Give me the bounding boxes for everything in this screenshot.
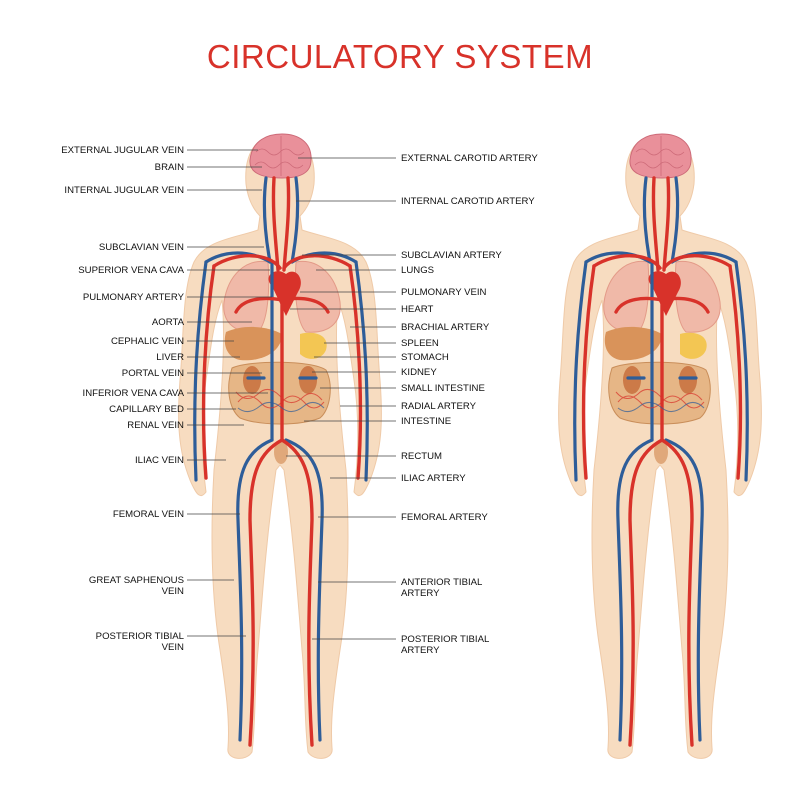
label-line: RADIAL ARTERY — [401, 400, 477, 412]
label-heart: HEART — [401, 304, 433, 315]
label-internal-jugular-vein: INTERNAL JUGULAR VEIN — [64, 185, 184, 196]
label-line: ARTERY — [401, 644, 440, 656]
label-kidney: KIDNEY — [401, 367, 437, 378]
label-line: CAPILLARY BED — [109, 403, 184, 415]
label-small-intestine: SMALL INTESTINE — [401, 383, 485, 394]
label-brachial-artery: BRACHIAL ARTERY — [401, 322, 489, 333]
label-external-carotid-artery: EXTERNAL CAROTID ARTERY — [401, 153, 538, 164]
label-line: PORTAL VEIN — [121, 367, 184, 379]
label-line: LIVER — [156, 351, 184, 363]
label-line: POSTERIOR TIBIAL — [95, 630, 184, 642]
label-line: STOMACH — [401, 351, 449, 363]
label-line: INTESTINE — [401, 415, 452, 427]
label-cephalic-vein: CEPHALIC VEIN — [111, 336, 184, 347]
label-line: EXTERNAL CAROTID ARTERY — [401, 152, 538, 164]
label-femoral-vein: FEMORAL VEIN — [113, 509, 184, 520]
label-capillary-bed: CAPILLARY BED — [109, 404, 184, 415]
label-femoral-artery: FEMORAL ARTERY — [401, 512, 488, 523]
label-pulmonary-artery: PULMONARY ARTERY — [83, 292, 184, 303]
label-line: PULMONARY VEIN — [401, 286, 487, 298]
label-subclavian-vein: SUBCLAVIAN VEIN — [99, 242, 184, 253]
label-line: ILIAC VEIN — [134, 454, 184, 466]
label-line: VEIN — [161, 585, 184, 597]
label-line: KIDNEY — [401, 366, 437, 378]
diagram-title: CIRCULATORY SYSTEM — [206, 38, 594, 75]
label-line: LUNGS — [401, 264, 435, 276]
label-spleen: SPLEEN — [401, 338, 439, 349]
label-line: ANTERIOR TIBIAL — [401, 576, 483, 588]
label-external-jugular-vein: EXTERNAL JUGULAR VEIN — [61, 145, 184, 156]
label-line: RECTUM — [401, 450, 443, 462]
label-intestine: INTESTINE — [401, 416, 451, 427]
label-liver: LIVER — [156, 352, 184, 363]
label-line: SUBCLAVIAN ARTERY — [401, 249, 502, 261]
label-internal-carotid-artery: INTERNAL CAROTID ARTERY — [401, 196, 535, 207]
label-line: POSTERIOR TIBIAL — [401, 633, 490, 645]
label-line: VEIN — [161, 641, 184, 653]
label-line: ARTERY — [401, 587, 440, 599]
label-line: INTERNAL JUGULAR VEIN — [64, 184, 184, 196]
label-brain: BRAIN — [155, 162, 184, 173]
label-line: SUPERIOR VENA CAVA — [78, 264, 184, 276]
label-rectum: RECTUM — [401, 451, 442, 462]
label-line: PULMONARY ARTERY — [82, 291, 184, 303]
label-line: INTERNAL CAROTID ARTERY — [401, 195, 535, 207]
label-superior-vena-cava: SUPERIOR VENA CAVA — [78, 265, 184, 276]
label-aorta: AORTA — [152, 317, 184, 328]
label-stomach: STOMACH — [401, 352, 449, 363]
label-line: EXTERNAL JUGULAR VEIN — [61, 144, 184, 156]
label-line: AORTA — [151, 316, 184, 328]
label-lungs: LUNGS — [401, 265, 434, 276]
label-line: BRAIN — [154, 161, 184, 173]
label-line: BRACHIAL ARTERY — [401, 321, 490, 333]
label-line: SMALL INTESTINE — [401, 382, 485, 394]
body-figure-plain — [556, 132, 764, 761]
label-line: GREAT SAPHENOUS — [88, 574, 184, 586]
label-line: RENAL VEIN — [127, 419, 184, 431]
body-figure-labeled — [176, 132, 384, 761]
label-pulmonary-vein: PULMONARY VEIN — [401, 287, 486, 298]
label-inferior-vena-cava: INFERIOR VENA CAVA — [83, 388, 184, 399]
label-radial-artery: RADIAL ARTERY — [401, 401, 476, 412]
label-line: CEPHALIC VEIN — [110, 335, 184, 347]
label-line: HEART — [401, 303, 434, 315]
label-line: FEMORAL ARTERY — [401, 511, 488, 523]
label-line: ILIAC ARTERY — [401, 472, 466, 484]
label-iliac-artery: ILIAC ARTERY — [401, 473, 466, 484]
label-subclavian-artery: SUBCLAVIAN ARTERY — [401, 250, 502, 261]
label-line: SPLEEN — [401, 337, 439, 349]
label-line: FEMORAL VEIN — [112, 508, 184, 520]
label-line: INFERIOR VENA CAVA — [82, 387, 184, 399]
label-renal-vein: RENAL VEIN — [127, 420, 184, 431]
label-line: SUBCLAVIAN VEIN — [98, 241, 184, 253]
label-portal-vein: PORTAL VEIN — [122, 368, 184, 379]
label-iliac-vein: ILIAC VEIN — [135, 455, 184, 466]
